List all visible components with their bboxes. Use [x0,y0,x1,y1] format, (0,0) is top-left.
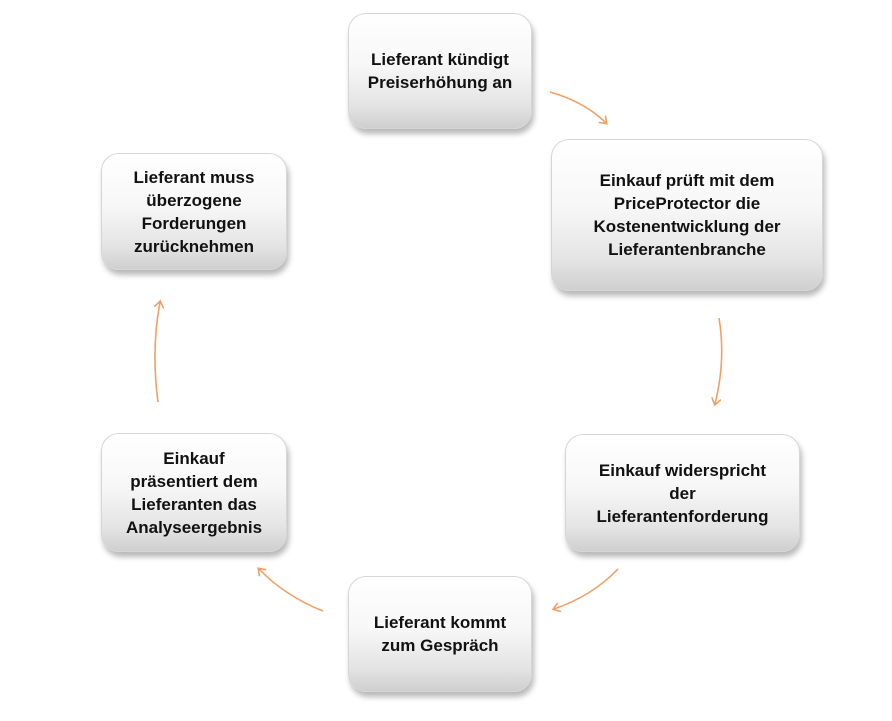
node-label: Einkauf prüft mit dem PriceProtector die… [593,169,780,261]
node-line: Einkauf [163,448,225,468]
arrow-n2-to-n3 [715,317,723,404]
node-line: zum Gespräch [381,636,499,655]
node-label: Lieferant kündigt Preiserhöhung an [368,48,513,94]
node-line: Forderungen [141,213,247,233]
step-supplier-withdraws-demands: Lieferant muss überzogene Forderungen zu… [101,153,287,270]
node-line: Kostenentwicklung der [593,217,781,236]
node-line: Einkauf prüft mit dem [599,171,775,190]
step-purchasing-objects: Einkauf widerspricht der Lieferantenford… [565,434,800,552]
step-purchasing-checks-costs: Einkauf prüft mit dem PriceProtector die… [551,139,823,291]
arrow-n5-to-n6 [155,302,160,403]
step-purchasing-presents-analysis: Einkauf präsentiert dem Lieferanten das … [101,433,287,552]
node-line: Lieferant muss [133,167,255,187]
step-supplier-comes-to-meeting: Lieferant kommt zum Gespräch [348,576,532,692]
node-label: Lieferant kommt zum Gespräch [374,611,506,657]
node-line: Lieferantenbranche [608,240,766,259]
node-line: überzogene [146,190,242,210]
node-line: Lieferanten das [131,494,257,514]
node-line: Lieferantenforderung [596,506,769,526]
node-label: Lieferant muss überzogene Forderungen zu… [134,166,255,258]
node-line: zurücknehmen [134,236,254,256]
node-line: Lieferant kommt [373,613,507,632]
node-label: Einkauf präsentiert dem Lieferanten das … [126,447,262,539]
node-line: Analyseergebnis [125,517,263,537]
arrow-n3-to-n4 [554,568,619,609]
arrow-n1-to-n2 [549,91,606,123]
node-line: präsentiert dem [130,471,258,491]
node-line: Einkauf widerspricht [598,460,767,480]
node-line: der [669,483,696,503]
step-supplier-announces-increase: Lieferant kündigt Preiserhöhung an [348,13,532,129]
arrow-n4-to-n5 [259,569,324,612]
node-line: Lieferant kündigt [371,50,509,69]
node-line: PriceProtector die [613,194,761,213]
node-label: Einkauf widerspricht der Lieferantenford… [597,459,769,528]
node-line: Preiserhöhung an [367,73,513,92]
